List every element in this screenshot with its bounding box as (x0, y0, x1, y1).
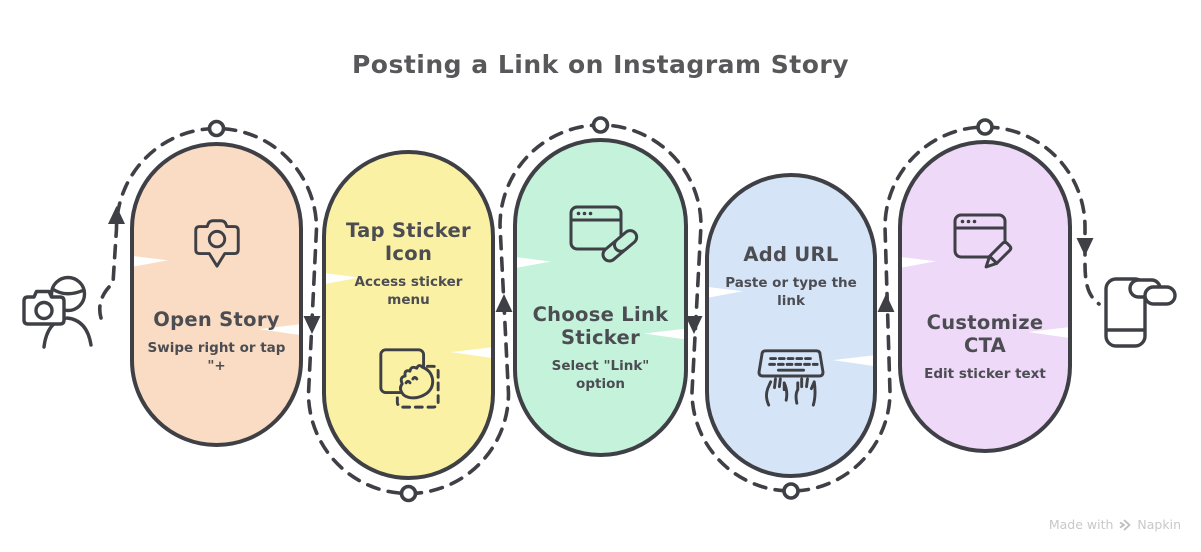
step-subtitle: Swipe right or tap "+ (147, 339, 286, 374)
watermark-prefix: Made with (1048, 517, 1114, 532)
browser-edit-icon (953, 213, 1013, 269)
texture-streak (833, 355, 873, 367)
flow-arrow-down-4 (685, 316, 703, 334)
story-camera-icon (193, 218, 240, 268)
step-subtitle: Select "Link" option (551, 358, 650, 392)
step-add-url: Add URL Paste or type the link (705, 173, 877, 478)
flow-node-dot (976, 118, 994, 136)
sticker-peel-hand-icon (378, 348, 440, 409)
flow-arrow-down-6 (1076, 238, 1094, 256)
watermark: Made with Napkin (1049, 517, 1181, 532)
flow-arrow-down-2 (303, 316, 321, 334)
step-open-story: Open Story Swipe right or tap "+ (130, 142, 303, 447)
texture-streak (451, 347, 491, 359)
step-subtitle: Access sticker menu (354, 273, 463, 308)
person-with-camera-icon (22, 275, 93, 349)
step-tap-sticker-icon: Tap Sticker Icon Access sticker menu (322, 150, 495, 480)
keyboard-hands-icon (757, 349, 825, 407)
flow-node-dot (207, 119, 226, 138)
step-title: Open Story (153, 307, 280, 331)
step-title: Customize CTA (926, 311, 1044, 358)
flow-node-dot (399, 484, 418, 503)
step-title: Choose Link Sticker (532, 303, 669, 350)
watermark-brand: Napkin (1137, 517, 1181, 532)
flow-arrow-up-5 (877, 294, 895, 312)
flow-node-dot (591, 116, 610, 134)
flow-node-dot (782, 482, 800, 500)
step-choose-link-sticker: Choose Link Sticker Select "Link" option (513, 138, 688, 457)
texture-streak (134, 255, 168, 267)
step-title: Add URL (743, 242, 839, 266)
step-customize-cta: Customize CTA Edit sticker text (898, 140, 1072, 453)
napkin-logo-icon (1119, 518, 1131, 531)
step-subtitle: Paste or type the link (725, 274, 857, 309)
phone-with-link-icon (1104, 277, 1177, 348)
step-subtitle: Edit sticker text (924, 366, 1046, 383)
diagram-title: Posting a Link on Instagram Story (351, 50, 850, 79)
step-title: Tap Sticker Icon (346, 218, 471, 265)
browser-link-icon (569, 205, 638, 263)
texture-streak (517, 257, 551, 269)
flow-arrow-up-3 (495, 294, 513, 312)
flow-arrow-up-1 (108, 206, 125, 224)
texture-streak (902, 256, 936, 268)
